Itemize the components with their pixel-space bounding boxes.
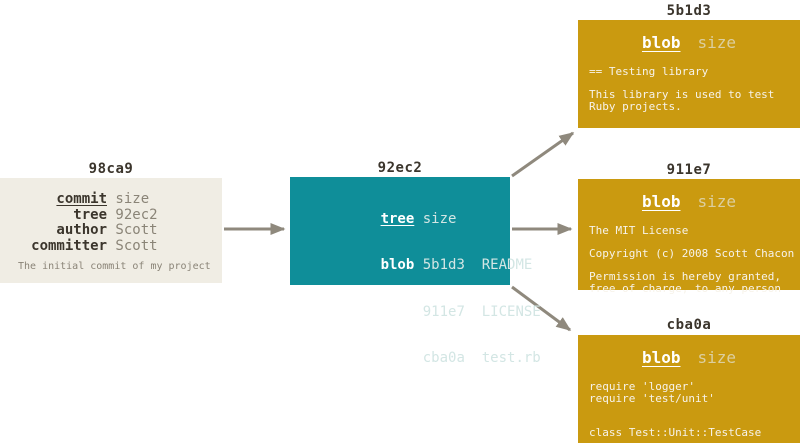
tree-blob-key: blob <box>380 257 415 273</box>
tree-blob-testrb-entry: cba0a test.rb <box>414 350 541 366</box>
blob-content-line: Copyright (c) 2008 Scott Chacon <box>589 247 795 260</box>
tree-type-keyword: tree <box>380 210 415 227</box>
blob-content-line: Permission is hereby granted, <box>589 270 782 283</box>
blob-header: blob size <box>578 192 800 212</box>
blob-type-keyword: blob <box>641 348 681 367</box>
tree-size-value: size <box>414 210 457 227</box>
commit-tree-key: tree <box>73 206 107 223</box>
commit-size-value: size <box>107 191 150 207</box>
commit-tree-value: 92ec2 <box>107 206 158 223</box>
commit-row: author Scott <box>0 222 222 239</box>
commit-message: The initial commit of my project <box>18 261 211 272</box>
blob-size-value: size <box>697 192 737 211</box>
commit-row: committer Scott <box>0 237 222 255</box>
blob-5b1d3-hash-label: 5b1d3 <box>666 3 712 19</box>
commit-row: commit size <box>0 191 222 208</box>
commit-row: tree 92ec2 <box>0 206 222 224</box>
commit-committer-value: Scott <box>107 237 158 254</box>
blob-type-keyword: blob <box>641 33 681 52</box>
tree-hash-label: 92ec2 <box>377 160 423 176</box>
blob-911e7-hash-label: 911e7 <box>666 162 712 178</box>
tree-blob-key: blob <box>380 350 415 366</box>
blob-size-value: size <box>697 348 737 367</box>
blob-header: blob size <box>578 33 800 53</box>
blob-content: require 'logger' require 'test/unit' cla… <box>578 381 800 439</box>
blob-header: blob size <box>578 348 800 368</box>
commit-author-value: Scott <box>107 222 158 238</box>
blob-content-line: require 'test/unit' <box>589 391 715 405</box>
tree-row: blob cba0a test.rb <box>330 336 541 383</box>
commit-type-keyword: commit <box>56 191 107 207</box>
tree-row: blob 5b1d3 README <box>330 243 533 290</box>
blob-content-line: Ruby projects. <box>589 99 682 113</box>
arrow-tree-to-blob-5b1d3 <box>511 131 575 178</box>
tree-row: tree size <box>330 196 510 243</box>
tree-blob-license-entry: 911e7 LICENSE <box>414 303 541 320</box>
blob-size-value: size <box>697 33 737 52</box>
blob-object-box-cba0a: blob size require 'logger' require 'test/… <box>578 335 800 443</box>
blob-content-line: require 'logger' <box>589 380 695 393</box>
blob-content-line: == Testing library <box>589 65 709 78</box>
blob-content-line <box>589 404 796 416</box>
blob-content-line: free of charge, to any person <box>589 281 782 295</box>
tree-row: blob 911e7 LICENSE <box>330 289 541 336</box>
commit-committer-key: committer <box>31 237 107 254</box>
blob-content-line: class Test::Unit::TestCase <box>589 426 762 439</box>
blob-content-line: The MIT License <box>589 224 689 237</box>
commit-author-key: author <box>56 222 107 238</box>
commit-object-box: commit size tree 92ec2 author Scott comm… <box>0 178 222 283</box>
tree-blob-readme-entry: 5b1d3 README <box>414 257 533 273</box>
blob-content: == Testing library This library is used … <box>578 66 800 112</box>
blob-type-keyword: blob <box>641 192 681 211</box>
blob-content-line: This library is used to test <box>589 88 775 101</box>
tree-object-box: tree size blob 5b1d3 README blob 911e7 L… <box>290 177 541 366</box>
commit-hash-label: 98ca9 <box>88 161 134 177</box>
blob-content: The MIT License Copyright (c) 2008 Scott… <box>578 225 800 294</box>
blob-cba0a-hash-label: cba0a <box>666 317 712 333</box>
tree-blob-key: blob <box>380 303 415 320</box>
blob-object-box-5b1d3: blob size == Testing library This library… <box>578 20 800 128</box>
blob-object-box-911e7: blob size The MIT License Copyright (c) 2… <box>578 179 800 294</box>
